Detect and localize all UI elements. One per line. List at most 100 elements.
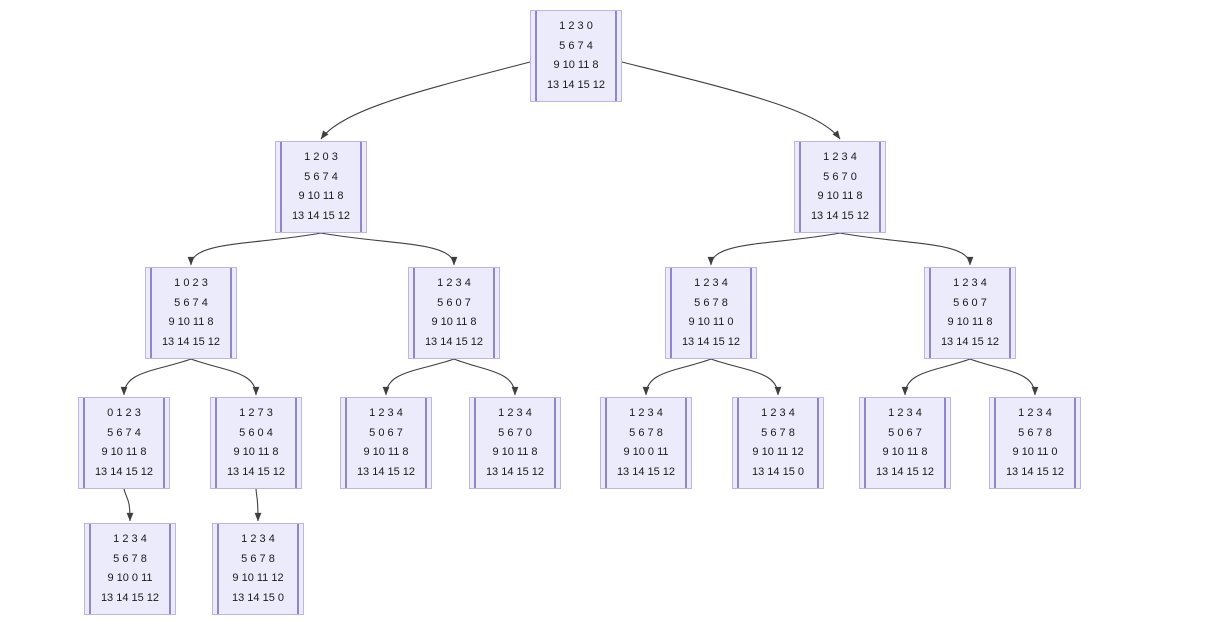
- puzzle-row: 13 14 15 12: [681, 335, 741, 348]
- puzzle-row: 1 2 3 4: [888, 407, 922, 419]
- puzzle-row: 13 14 15 12: [940, 335, 1000, 348]
- node-side-bars: [864, 398, 946, 488]
- puzzle-row: 1 2 3 4: [113, 533, 147, 545]
- puzzle-row: 9 10 11 8: [298, 190, 344, 202]
- puzzle-row: 1 2 3 4: [823, 151, 857, 163]
- puzzle-row: 5 6 7 8: [761, 426, 795, 439]
- puzzle-row: 5 0 6 7: [369, 426, 403, 439]
- node-side-bars: [929, 268, 1011, 358]
- puzzle-row: 9 10 11 8: [431, 316, 477, 328]
- tree-edge: [123, 488, 134, 522]
- puzzle-row: 1 2 3 4: [498, 407, 532, 419]
- tree-edge: [320, 61, 531, 140]
- tree-edge: [190, 358, 260, 396]
- node-side-bars: [217, 524, 299, 614]
- tree-edge: [642, 358, 712, 396]
- tree-edge: [710, 358, 782, 396]
- tree-edge: [621, 61, 841, 140]
- puzzle-row: 13 14 15 12: [226, 465, 286, 478]
- puzzle-grid: 1 2 3 4 5 0 6 7 9 10 11 8 13 14 15 12: [341, 398, 431, 488]
- puzzle-row: 13 14 15 12: [161, 335, 221, 348]
- puzzle-row: 5 6 7 4: [174, 296, 208, 309]
- puzzle-grid: 1 2 3 4 5 6 0 7 9 10 11 8 13 14 15 12: [409, 268, 499, 358]
- puzzle-row: 13 14 15 12: [424, 335, 484, 348]
- puzzle-row: 1 2 3 4: [1018, 407, 1052, 419]
- puzzle-row: 1 2 3 4: [369, 407, 403, 419]
- node-side-bars: [994, 398, 1076, 488]
- node-side-bars: [670, 268, 752, 358]
- node-side-bars: [345, 398, 427, 488]
- puzzle-row: 1 2 3 4: [437, 277, 471, 289]
- puzzle-row: 9 10 11 8: [947, 316, 993, 328]
- puzzle-row: 13 14 15 12: [485, 465, 545, 478]
- puzzle-row: 9 10 0 11: [623, 446, 669, 458]
- tree-edge: [839, 232, 974, 266]
- puzzle-row: 1 2 7 3: [239, 407, 273, 419]
- puzzle-row: 5 6 7 4: [304, 170, 338, 183]
- puzzle-row: 9 10 11 8: [553, 59, 599, 71]
- puzzle-row: 13 14 15 0: [752, 465, 804, 478]
- puzzle-row: 9 10 11 8: [882, 446, 928, 458]
- puzzle-row: 13 14 15 0: [232, 591, 284, 604]
- puzzle-row: 9 10 11 8: [168, 316, 214, 328]
- tree-edge: [382, 358, 455, 396]
- tree-edge: [901, 358, 971, 396]
- node-side-bars: [799, 142, 881, 232]
- node-side-bars: [280, 142, 362, 232]
- puzzle-row: 5 6 7 8: [629, 426, 663, 439]
- node-side-bars: [474, 398, 556, 488]
- tree-edge: [254, 488, 262, 522]
- puzzle-row: 13 14 15 12: [1005, 465, 1065, 478]
- puzzle-node: 1 2 3 4 5 6 0 7 9 10 11 8 13 14 15 12: [408, 267, 500, 359]
- node-side-bars: [89, 524, 171, 614]
- puzzle-row: 13 14 15 12: [100, 591, 160, 604]
- puzzle-row: 9 10 11 8: [363, 446, 409, 458]
- puzzle-row: 9 10 11 0: [1012, 446, 1058, 458]
- puzzle-row: 1 2 0 3: [304, 151, 338, 163]
- puzzle-row: 13 14 15 12: [94, 465, 154, 478]
- puzzle-row: 1 2 3 4: [761, 407, 795, 419]
- puzzle-row: 5 6 7 8: [694, 296, 728, 309]
- node-side-bars: [83, 398, 165, 488]
- node-side-bars: [605, 398, 687, 488]
- puzzle-row: 1 2 3 4: [953, 277, 987, 289]
- puzzle-row: 13 14 15 12: [356, 465, 416, 478]
- puzzle-row: 1 2 3 4: [629, 407, 663, 419]
- puzzle-row: 5 6 7 4: [107, 426, 141, 439]
- puzzle-row: 5 0 6 7: [888, 426, 922, 439]
- puzzle-row: 0 1 2 3: [107, 407, 141, 419]
- puzzle-row: 9 10 11 8: [817, 190, 863, 202]
- puzzle-row: 1 2 3 4: [241, 533, 275, 545]
- puzzle-row: 5 6 0 4: [239, 426, 273, 439]
- node-side-bars: [150, 268, 232, 358]
- puzzle-row: 5 6 0 7: [437, 296, 471, 309]
- puzzle-row: 5 6 7 8: [113, 552, 147, 565]
- puzzle-row: 5 6 7 8: [241, 552, 275, 565]
